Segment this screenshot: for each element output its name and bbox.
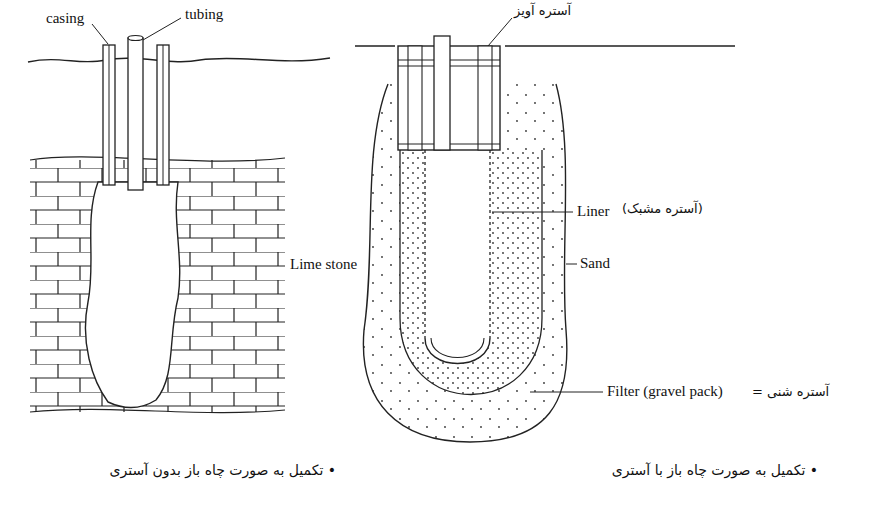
formation-label: Sand bbox=[580, 255, 610, 272]
left-well bbox=[28, 18, 330, 413]
right-well bbox=[355, 18, 735, 442]
part-label: casing bbox=[46, 10, 84, 27]
part-label: tubing bbox=[185, 6, 223, 23]
part-label: Filter (gravel pack) bbox=[607, 383, 723, 400]
part-label: Liner bbox=[577, 203, 609, 220]
caption-label: • تکمیل به صورت چاه باز بدون آستری bbox=[110, 462, 336, 478]
caption-label: • تکمیل به صورت چاه باز با آستری bbox=[612, 462, 818, 478]
part-label: آستره شنی = bbox=[752, 385, 829, 400]
part-label: آستره آویز bbox=[514, 4, 571, 19]
formation-label: Lime stone bbox=[290, 256, 357, 273]
part-label: (آستره مشبک) bbox=[622, 202, 703, 217]
